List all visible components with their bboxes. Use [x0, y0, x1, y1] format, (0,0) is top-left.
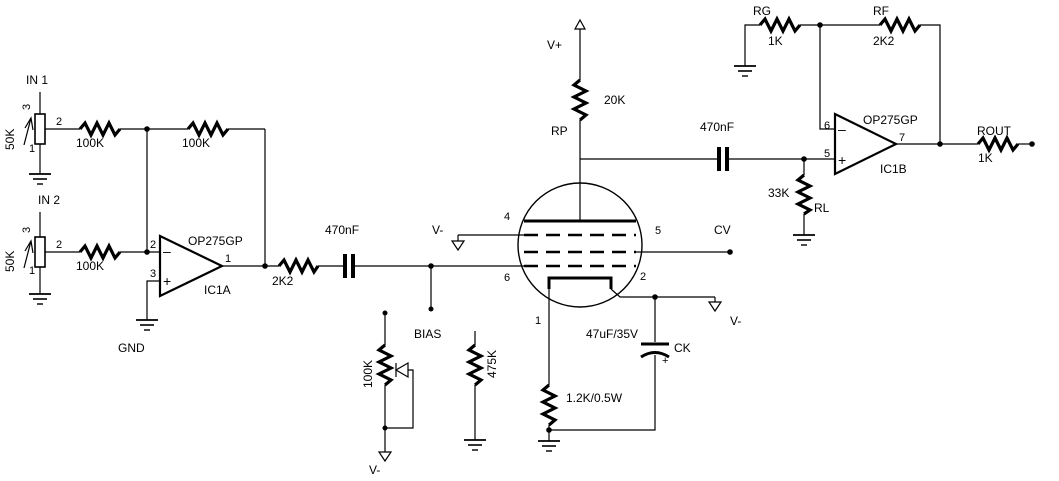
input-resistor-1: 100K	[76, 119, 122, 150]
heater-vminus: V-	[730, 314, 741, 328]
ic1a-plus: +	[163, 273, 171, 289]
bias-trimpot: 100K V-	[361, 310, 414, 477]
gain-resistor-rg: RG 1K	[734, 4, 880, 77]
in2-value: 50K	[3, 251, 17, 272]
ic1b-part: OP275GP	[863, 113, 918, 127]
ic1b-pin-out: 7	[899, 132, 905, 144]
input-2-pot: IN 2 50K 3 1 2	[3, 193, 80, 305]
ic1b-pin-noninv: 5	[824, 148, 830, 160]
tube-pin4: 4	[504, 211, 510, 223]
rp-ref: RP	[551, 124, 568, 138]
ic1a-pin-inv: 2	[150, 239, 156, 251]
input-1-pot: IN 1 50K 3 1 2	[3, 73, 80, 185]
trim-value: 100K	[361, 360, 375, 388]
rk-value: 1.2K/0.5W	[566, 391, 623, 405]
c-out-value: 470nF	[700, 120, 734, 134]
bias-resistor: 475K	[464, 331, 499, 451]
ic1a-pin-noninv: 3	[150, 268, 156, 280]
in1-value: 50K	[3, 129, 17, 150]
in1-pin1: 1	[29, 143, 35, 155]
ic1a-minus: –	[163, 243, 171, 259]
rl-value: 33K	[768, 186, 789, 200]
gnd-label: GND	[118, 341, 145, 355]
feedback-resistor-rf: RF 2K2	[873, 4, 941, 144]
vplus-label: V+	[547, 38, 562, 52]
in2-pin1: 1	[29, 265, 35, 277]
output-resistor-rout: ROUT 1K	[976, 124, 1035, 165]
tube-vminus: V-	[432, 223, 443, 237]
ck-value: 47uF/35V	[586, 327, 638, 341]
rg-ref: RG	[753, 4, 771, 18]
in1-pin2: 2	[56, 116, 62, 128]
in2-pin2: 2	[56, 239, 62, 251]
tube-pin5: 5	[655, 225, 661, 237]
ic1a-ref: IC1A	[204, 283, 231, 297]
tube-pin1: 1	[535, 315, 541, 327]
rout-value: 1K	[978, 151, 993, 165]
tube-pin6: 6	[504, 272, 510, 284]
cathode-resistor: 1.2K/0.5W	[539, 383, 623, 427]
rf-value: 2K2	[873, 34, 895, 48]
input-resistor-2: 100K	[76, 242, 122, 273]
rf-ref: RF	[873, 4, 889, 18]
r-in1-value: 100K	[76, 136, 104, 150]
ic1b-ref: IC1B	[880, 162, 907, 176]
r-fb-value: 100K	[182, 136, 210, 150]
r-out-a-value: 2K2	[272, 274, 294, 288]
ck-ref: CK	[674, 341, 691, 355]
in2-pin3: 3	[21, 227, 33, 233]
opamp-ic1a: – + 2 3 1 OP275GP IC1A	[150, 234, 243, 298]
r-bias-value: 475K	[485, 350, 499, 378]
vacuum-tube: 4 5 6 2 1	[504, 182, 661, 327]
trim-vminus: V-	[369, 463, 380, 477]
opamp-ic1b: – + 6 5 7 OP275GP IC1B	[824, 112, 918, 176]
plate-resistor: V+ 20K RP	[547, 18, 625, 221]
rout-ref: ROUT	[977, 124, 1012, 138]
feedback-resistor: 100K	[182, 119, 230, 150]
tube-pin2: 2	[640, 271, 646, 283]
in2-label: IN 2	[38, 193, 60, 207]
output-resistor-ic1a: 2K2	[272, 256, 320, 288]
c-in-value: 470nF	[325, 223, 359, 237]
cv-label: CV	[714, 223, 731, 237]
ic1a-part: OP275GP	[188, 234, 243, 248]
r-in2-value: 100K	[76, 259, 104, 273]
bias-label: BIAS	[414, 327, 441, 341]
ic1b-plus: +	[838, 152, 846, 168]
in1-pin3: 3	[21, 104, 33, 110]
output-coupling-capacitor: 470nF	[700, 120, 734, 171]
ic1b-pin-inv: 6	[824, 120, 830, 132]
rp-value: 20K	[604, 93, 625, 107]
rl-ref: RL	[814, 201, 830, 215]
load-resistor: 33K RL	[768, 159, 830, 246]
in1-label: IN 1	[26, 73, 48, 87]
input-coupling-capacitor: 470nF	[325, 223, 359, 278]
cathode-capacitor: 47uF/35V CK +	[586, 297, 691, 367]
ic1b-minus: –	[838, 121, 846, 137]
ck-plus: +	[662, 355, 668, 367]
rg-value: 1K	[768, 34, 783, 48]
gnd-symbol: GND	[118, 319, 158, 355]
ic1a-pin-out: 1	[225, 253, 231, 265]
